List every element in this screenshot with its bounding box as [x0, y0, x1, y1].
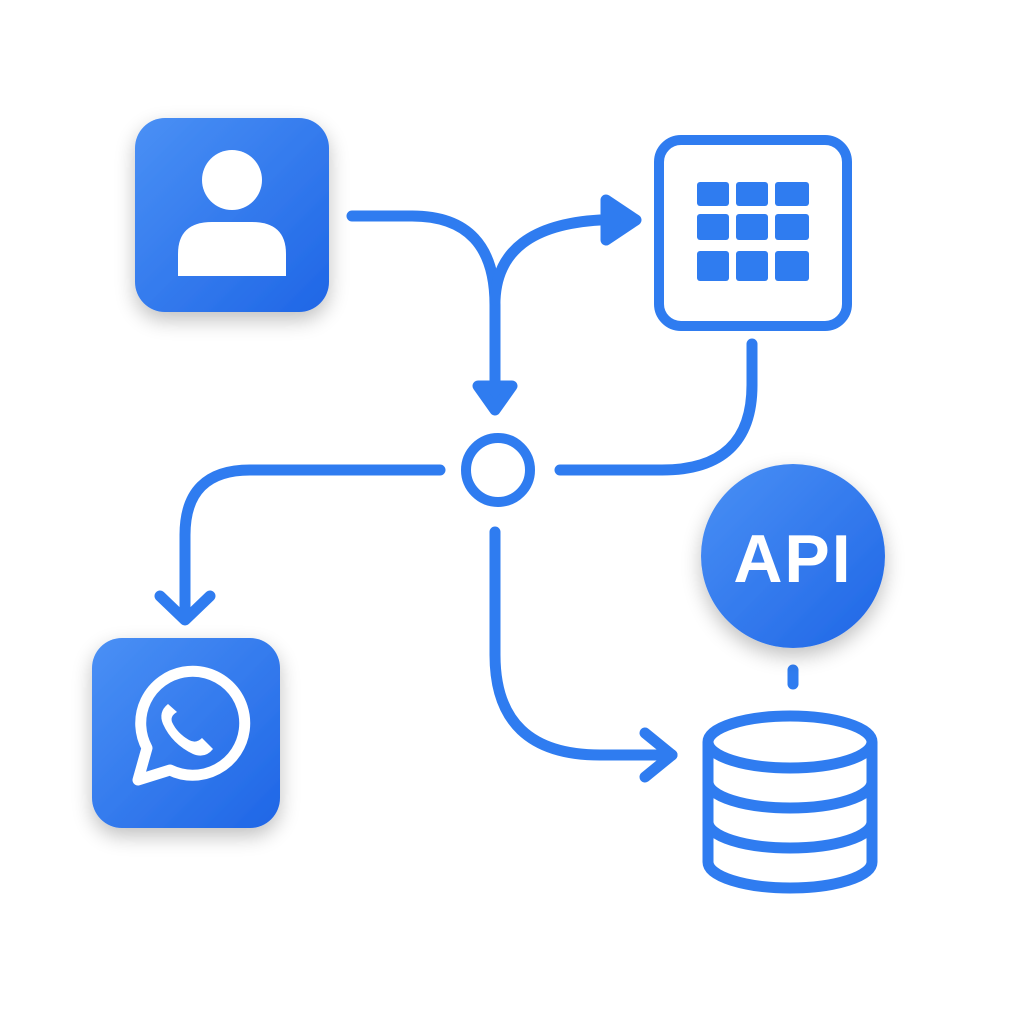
arrowhead-right-table — [600, 194, 642, 246]
api-node[interactable]: API — [701, 464, 885, 648]
whatsapp-icon — [132, 665, 251, 786]
arrowhead-right-database — [639, 727, 678, 783]
connector-table-to-hub — [554, 338, 758, 476]
hub-circle[interactable] — [461, 433, 535, 507]
connector-hub-to-whatsapp — [179, 464, 446, 616]
api-circle-icon — [701, 464, 885, 648]
database-node[interactable] — [702, 710, 878, 894]
arrowhead-down-hub — [472, 380, 518, 416]
connector-user-to-hub — [346, 210, 501, 401]
connector-hub-to-database — [489, 526, 678, 761]
database-icon — [702, 710, 878, 894]
api-label: API — [733, 521, 852, 597]
table-node[interactable] — [654, 135, 852, 331]
arrowhead-down-whatsapp — [154, 590, 216, 626]
user-node[interactable] — [135, 118, 329, 312]
whatsapp-node[interactable] — [92, 638, 280, 828]
user-icon — [178, 150, 286, 276]
table-grid-icon — [697, 182, 809, 281]
connectors — [154, 194, 799, 783]
connector-branch-to-table — [489, 214, 606, 306]
user-tile — [135, 118, 329, 312]
